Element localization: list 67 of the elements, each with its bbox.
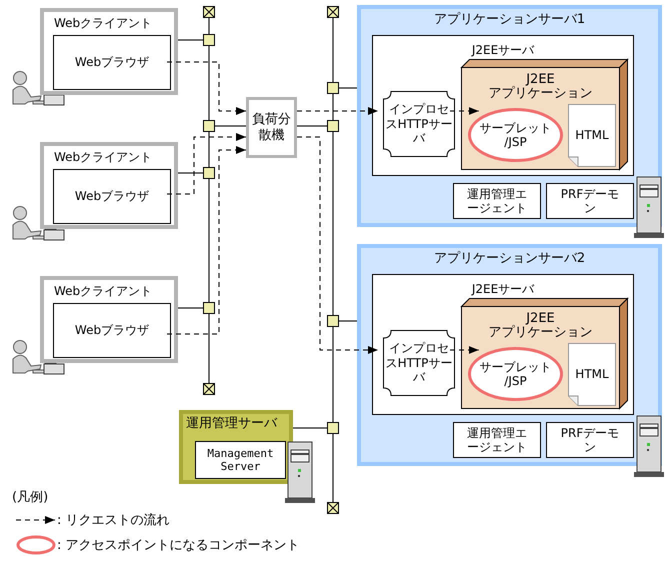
arrow: [450, 346, 480, 354]
legend-heading: (凡例): [12, 489, 48, 506]
document-shape: HTML: [568, 104, 616, 167]
group-heading: Webクライアント: [54, 16, 154, 30]
group-heading: J2EEサーバ: [470, 282, 536, 296]
arrow: [296, 107, 378, 115]
connector-line: [208, 314, 210, 384]
network-port: [203, 302, 215, 314]
terminator: [203, 383, 215, 395]
connector-line: [332, 434, 334, 502]
terminator: [327, 502, 339, 514]
group-box: [357, 244, 662, 466]
group-heading: Webクライアント: [54, 150, 154, 164]
arrow: [166, 133, 246, 194]
network-port: [327, 315, 339, 327]
connector-line: [332, 326, 334, 422]
group-box: [372, 35, 634, 176]
group-box: [372, 274, 634, 415]
group-box: [40, 276, 178, 363]
group-heading: アプリケーションサーバ1: [432, 13, 586, 27]
network-port: [203, 167, 215, 179]
process-box: Management Server: [195, 441, 286, 479]
load-balancer-box: 負荷分散機: [246, 97, 297, 158]
group-heading: J2EE アプリケーション: [488, 73, 594, 101]
group-heading: アプリケーションサーバ2: [432, 252, 586, 266]
document-shape: HTML: [568, 343, 616, 406]
connector-line: [208, 178, 210, 302]
group-box: [40, 8, 178, 95]
servlet-ellipse: サーブレット /JSP: [468, 108, 563, 162]
group-box: [179, 410, 293, 484]
process-box: 運用管理エージェント: [453, 183, 541, 219]
server-shape: インプロセスHTTPサーバ: [383, 330, 455, 396]
server-shape: インプロセスHTTPサーバ: [383, 91, 455, 157]
arrow: [450, 107, 480, 115]
process-box: 運用管理エージェント: [453, 422, 541, 458]
legend-text: : アクセスポイントになるコンポーネント: [57, 537, 300, 554]
connector-line: [332, 94, 334, 120]
legend-text: : リクエストの流れ: [57, 512, 170, 529]
connector-line: [208, 132, 210, 168]
group-heading: J2EEサーバ: [470, 43, 536, 57]
terminator: [327, 6, 339, 18]
arrow: [296, 136, 378, 354]
network-port: [327, 422, 339, 434]
group-heading: Webクライアント: [54, 284, 154, 298]
connector-line: [178, 172, 204, 174]
group-heading: J2EE アプリケーション: [488, 312, 594, 340]
network-port: [203, 120, 215, 132]
connector-line: [338, 320, 358, 322]
arrow: [166, 146, 246, 334]
network-port: [327, 120, 339, 132]
group-box: [357, 5, 662, 227]
connector-line: [332, 18, 334, 82]
process-box: Webブラウザ: [53, 35, 171, 90]
network-port: [327, 82, 339, 94]
process-box: Webブラウザ: [53, 303, 171, 358]
process-box: PRFデーモン: [546, 422, 634, 458]
connector-line: [208, 46, 210, 120]
arrow: [166, 62, 246, 115]
servlet-ellipse: サーブレット /JSP: [468, 347, 563, 401]
process-box: PRFデーモン: [546, 183, 634, 219]
terminator: [203, 6, 215, 18]
group-heading: 運用管理サーバ: [186, 417, 278, 431]
connector-line: [332, 132, 334, 316]
process-box: Webブラウザ: [53, 169, 171, 224]
connector-line: [208, 18, 210, 34]
network-port: [203, 34, 215, 46]
group-box: [40, 142, 178, 229]
